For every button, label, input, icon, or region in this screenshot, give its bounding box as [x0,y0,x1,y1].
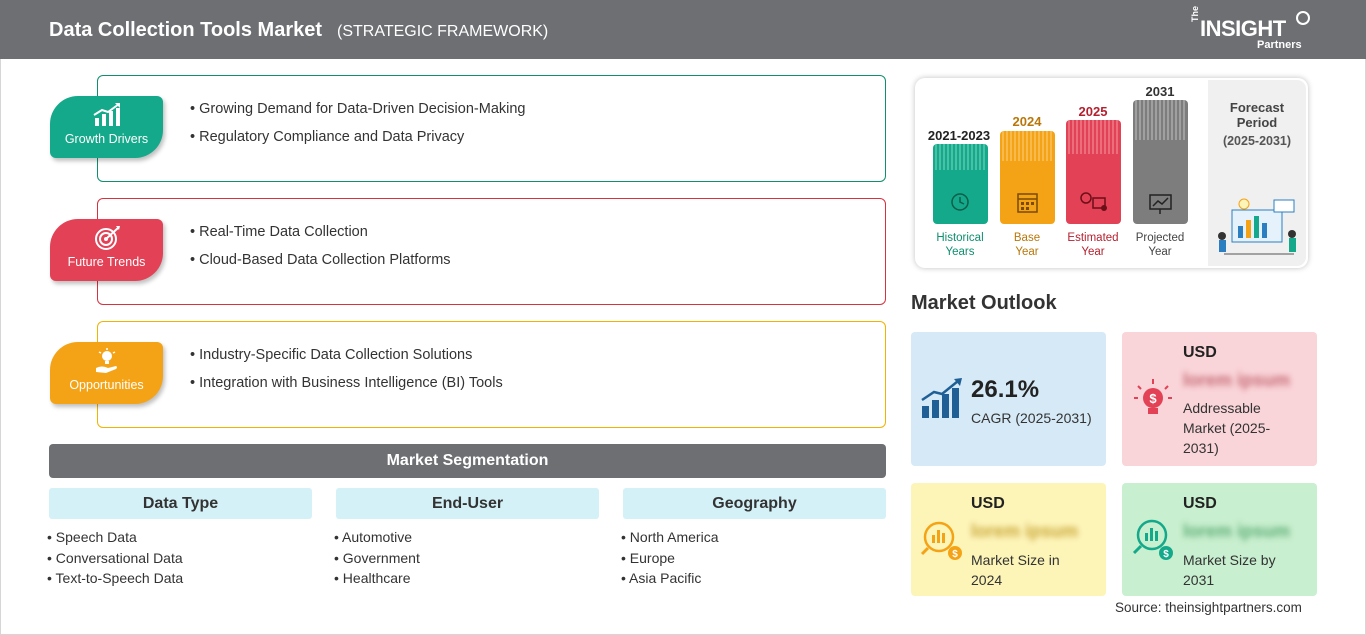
market-size-2031-currency: USD [1183,495,1217,512]
timeline-label-line: Year [1081,246,1105,258]
page-title: Data Collection Tools Market [49,19,323,41]
presentation-icon [1133,100,1188,224]
opportunities-box: Industry-Specific Data Collection Soluti… [97,321,886,428]
segment-item: North America [621,527,886,548]
logo-insight: INSIGHT [1200,16,1286,41]
growth-drivers-badge: Growth Drivers [50,96,163,158]
calendar-icon [1000,131,1055,224]
source-credit[interactable]: Source: theinsightpartners.com [1115,600,1302,615]
timeline-year-base: 2024 [1012,114,1042,129]
segment-heading: Geography [623,488,886,519]
lightbulb-dollar-icon: $ [1134,379,1172,414]
growth-drivers-label: Growth Drivers [64,132,149,146]
timeline-label-historical: Historical Years [925,231,995,259]
addressable-value: lorem ipsum [1183,370,1291,390]
timeline-year-estimated: 2025 [1078,104,1108,119]
timeline-bar-base [1000,131,1055,224]
timeline-year-projected: 2031 [1145,84,1175,99]
segment-item: Europe [621,548,886,569]
segmentation-title: Market Segmentation [49,444,886,478]
timeline-label-line: Year [1015,246,1039,258]
growth-chart-icon [92,103,120,126]
segment-item: Text-to-Speech Data [47,568,312,589]
cagr-card: 26.1% CAGR (2025-2031) [911,332,1106,466]
svg-text:$: $ [1163,549,1169,560]
opportunity-item: Integration with Business Intelligence (… [190,369,503,397]
market-size-2031-label: Market Size by 2031 [1183,552,1276,588]
segment-geography: Geography North America Europe Asia Paci… [623,488,886,589]
timeline-bar-historical [933,144,988,224]
segment-heading: Data Type [49,488,312,519]
segment-item: Speech Data [47,527,312,548]
timeline-label-line: Projected [1135,232,1185,244]
growth-driver-item: Regulatory Compliance and Data Privacy [190,123,525,151]
future-trends-box: Real-Time Data Collection Cloud-Based Da… [97,198,886,305]
timeline-label-line: Year [1148,246,1172,258]
market-size-2024-card: $ USD lorem ipsum Market Size in 2024 [911,483,1106,596]
analytics-people-icon [1218,198,1296,255]
cagr-label: CAGR (2025-2031) [971,410,1092,426]
opportunity-item: Industry-Specific Data Collection Soluti… [190,341,503,369]
segment-item: Government [334,548,599,569]
future-trends-badge: Future Trends [50,219,163,281]
growth-driver-item: Growing Demand for Data-Driven Decision-… [190,95,525,123]
timeline-card: 2021-2023 Historical Years 2024 Base Yea… [915,78,1308,268]
timeline-label-projected: Projected Year [1125,231,1195,259]
timeline-bar-estimated [1066,120,1121,224]
growth-bars-icon [921,378,962,418]
svg-text:$: $ [1149,391,1157,406]
cagr-value: 26.1% [971,376,1040,403]
target-icon [94,226,120,250]
timeline-label-base: Base Year [992,231,1062,259]
market-size-2024-currency: USD [971,495,1005,512]
coin-chart-icon: $ [920,521,962,560]
logo-ring-icon [1296,11,1310,25]
market-size-2031-value: lorem ipsum [1183,521,1291,541]
forecast-range: (2025-2031) [1222,134,1292,148]
addressable-market-card: $ USD lorem ipsum Addressable Market (20… [1122,332,1317,466]
logo-the: The [1190,5,1200,22]
timeline-label-line: Historical [936,232,984,244]
timeline-label-line: Years [945,246,975,258]
forecast-label: Forecast Period [1229,100,1285,130]
market-size-2031-card: $ USD lorem ipsum Market Size by 2031 [1122,483,1317,596]
timeline-label-estimated: Estimated Year [1058,231,1128,259]
market-outlook-title: Market Outlook [911,292,1057,314]
growth-drivers-box: Growing Demand for Data-Driven Decision-… [97,75,886,182]
opportunities-label: Opportunities [69,378,144,392]
opportunities-badge: Opportunities [50,342,163,404]
market-size-2024-value: lorem ipsum [971,521,1079,541]
timeline-bar-projected [1133,100,1188,224]
segment-item: Conversational Data [47,548,312,569]
forecast-panel: Forecast Period (2025-2031) [1208,80,1306,266]
segment-heading: End-User [336,488,599,519]
header-bar: Data Collection Tools Market (STRATEGIC … [0,0,1366,59]
addressable-currency: USD [1183,344,1217,361]
timeline-label-line: Base [1013,232,1041,244]
lightbulb-hand-icon [95,348,117,373]
future-trend-item: Real-Time Data Collection [190,218,451,246]
segment-data-type: Data Type Speech Data Conversational Dat… [49,488,312,589]
market-size-2024-label: Market Size in 2024 [971,552,1060,588]
segment-end-user: End-User Automotive Government Healthcar… [336,488,599,589]
addressable-label: Addressable Market (2025-2031) [1183,400,1271,456]
svg-text:$: $ [952,549,958,560]
settings-chart-icon [1066,120,1121,224]
timeline-label-line: Estimated [1067,232,1119,244]
segment-item: Automotive [334,527,599,548]
timeline-year-historical: 2021-2023 [927,128,991,143]
insight-partners-logo[interactable]: The INSIGHT Partners [1190,5,1310,54]
future-trends-label: Future Trends [67,255,146,269]
history-icon [933,144,988,224]
logo-partners: Partners [1257,39,1302,51]
coin-growth-icon: $ [1132,519,1173,560]
segment-item: Healthcare [334,568,599,589]
page-subtitle: (STRATEGIC FRAMEWORK) [337,23,549,40]
future-trend-item: Cloud-Based Data Collection Platforms [190,246,450,274]
segment-item: Asia Pacific [621,568,886,589]
